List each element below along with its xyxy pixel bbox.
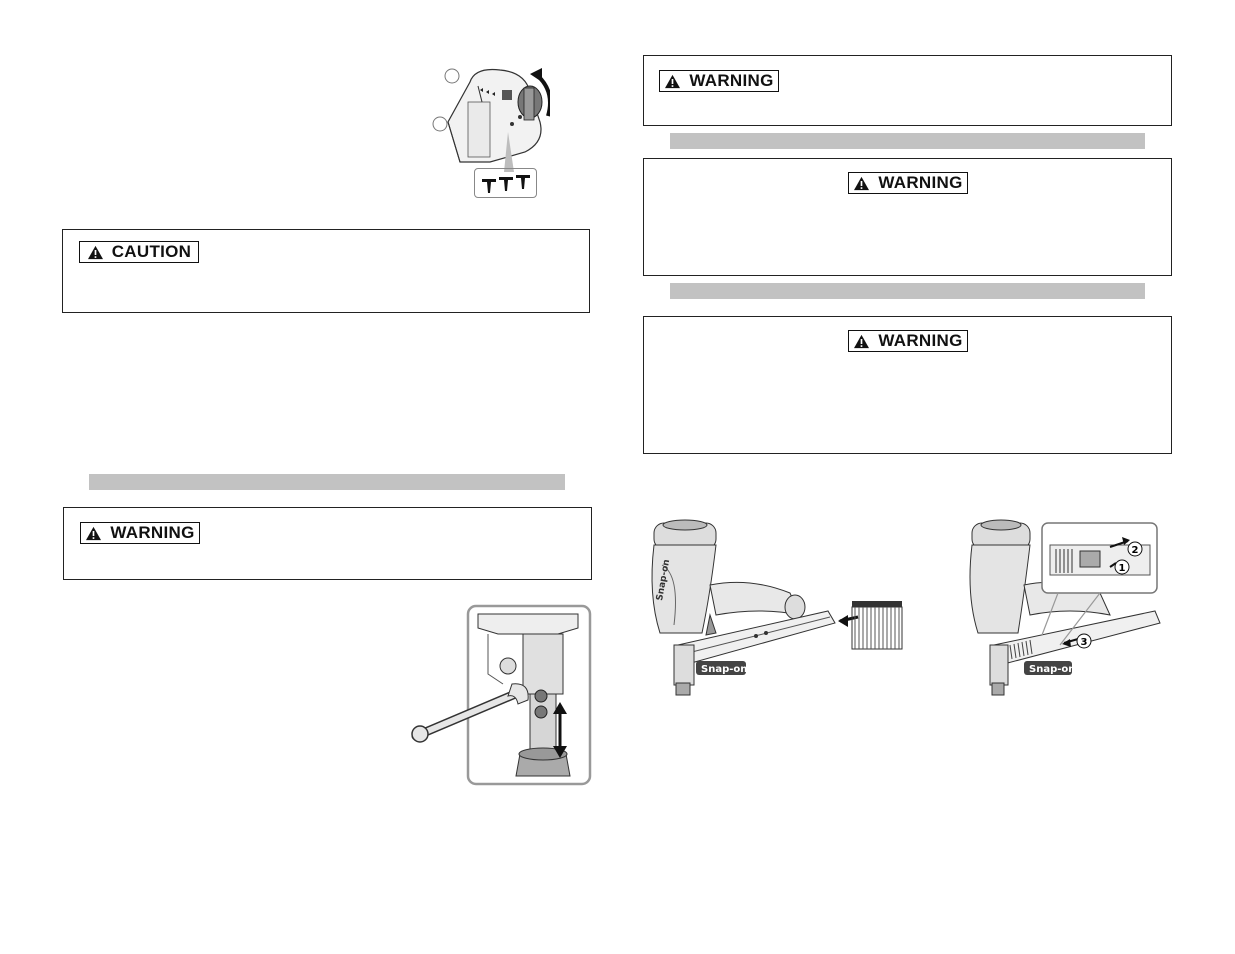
caution-label: CAUTION: [79, 241, 199, 263]
section-heading-bar-right-2: [670, 283, 1145, 299]
section-heading-bar-right-1: [670, 133, 1145, 149]
right-warning-2-signal-word: WARNING: [878, 173, 963, 192]
nailer-brand-mark-2: Snap-on: [1029, 664, 1075, 675]
right-warning-box-1: WARNING: [643, 55, 1172, 126]
right-warning-1-signal-word: WARNING: [689, 71, 774, 90]
warning-triangle-icon: [854, 176, 870, 190]
nail-depth-icon: [474, 168, 537, 198]
nailer-pusher-figure: Snap-on 2 1 3: [960, 515, 1165, 700]
left-warning-signal-word: WARNING: [110, 523, 195, 542]
caution-signal-word: CAUTION: [111, 242, 192, 261]
depth-adjust-figure: [430, 62, 552, 202]
wrench-adjust-figure: [408, 604, 592, 786]
section-heading-bar-left: [89, 474, 565, 490]
nailer-brand-mark: Snap-on: [701, 664, 747, 675]
warning-triangle-icon: [854, 334, 870, 348]
callout-1: 1: [1119, 563, 1126, 574]
right-warning-3-label: WARNING: [848, 330, 968, 352]
left-warning-box: WARNING: [63, 507, 592, 580]
right-warning-2-label: WARNING: [848, 172, 968, 194]
warning-triangle-icon: [87, 245, 103, 259]
caution-box: CAUTION: [62, 229, 590, 313]
right-warning-box-2: WARNING: [643, 158, 1172, 276]
right-warning-3-signal-word: WARNING: [878, 331, 963, 350]
left-warning-label: WARNING: [80, 522, 200, 544]
nailer-loading-figure: Snap-on Snap-on: [640, 515, 910, 700]
warning-triangle-icon: [665, 74, 681, 88]
callout-3: 3: [1081, 637, 1088, 648]
right-warning-1-label: WARNING: [659, 70, 779, 92]
warning-triangle-icon: [86, 526, 102, 540]
callout-2: 2: [1132, 545, 1139, 556]
right-warning-box-3: WARNING: [643, 316, 1172, 454]
